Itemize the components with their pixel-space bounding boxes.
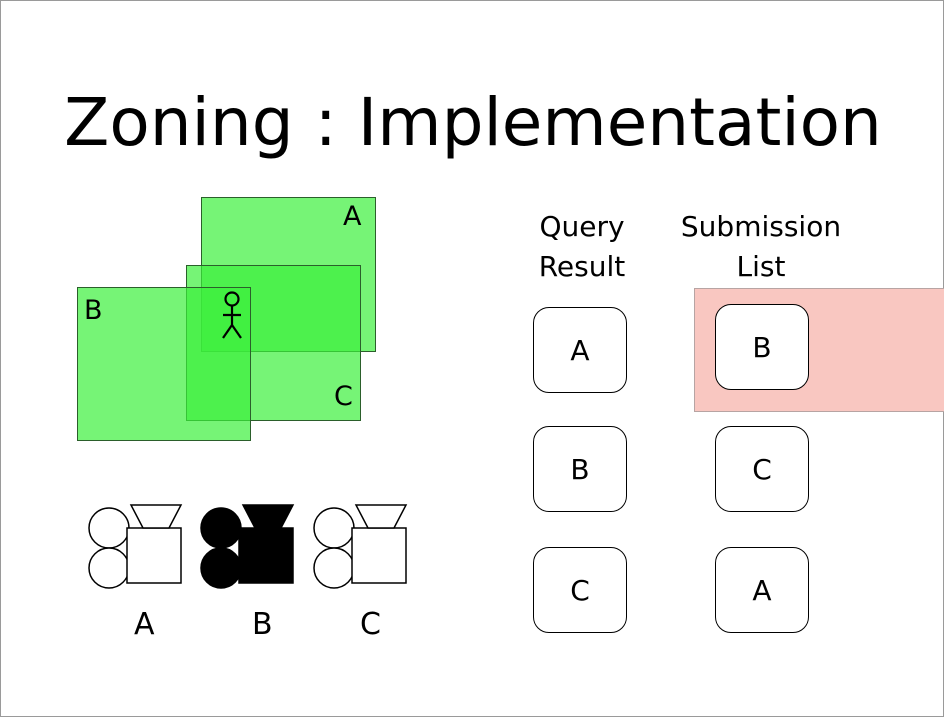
submission-list-header-line1: Submission bbox=[680, 210, 842, 243]
camera-a-icon bbox=[88, 504, 183, 589]
zone-b bbox=[77, 287, 251, 441]
query-result-item: C bbox=[533, 547, 627, 633]
query-result-header-line2: Result bbox=[538, 250, 626, 283]
submission-list-header: Submission List bbox=[661, 207, 861, 287]
query-result-header-line1: Query bbox=[539, 210, 625, 243]
camera-c-label: C bbox=[360, 607, 381, 642]
person-icon bbox=[222, 291, 242, 339]
camera-b-icon bbox=[200, 504, 295, 589]
camera-b-label: B bbox=[252, 607, 273, 642]
camera-a-label: A bbox=[134, 607, 155, 642]
submission-list-item: A bbox=[715, 547, 809, 633]
submission-list-header-line2: List bbox=[736, 250, 786, 283]
submission-list-item: B bbox=[715, 304, 809, 390]
zone-c-label: C bbox=[334, 381, 353, 412]
submission-list-item: C bbox=[715, 426, 809, 512]
query-result-header: Query Result bbox=[521, 207, 643, 287]
zone-a-label: A bbox=[343, 201, 362, 232]
query-result-item: A bbox=[533, 307, 627, 393]
slide-title: Zoning : Implementation bbox=[64, 84, 882, 161]
query-result-item: B bbox=[533, 426, 627, 512]
zone-b-label: B bbox=[84, 295, 103, 326]
camera-c-icon bbox=[313, 504, 408, 589]
